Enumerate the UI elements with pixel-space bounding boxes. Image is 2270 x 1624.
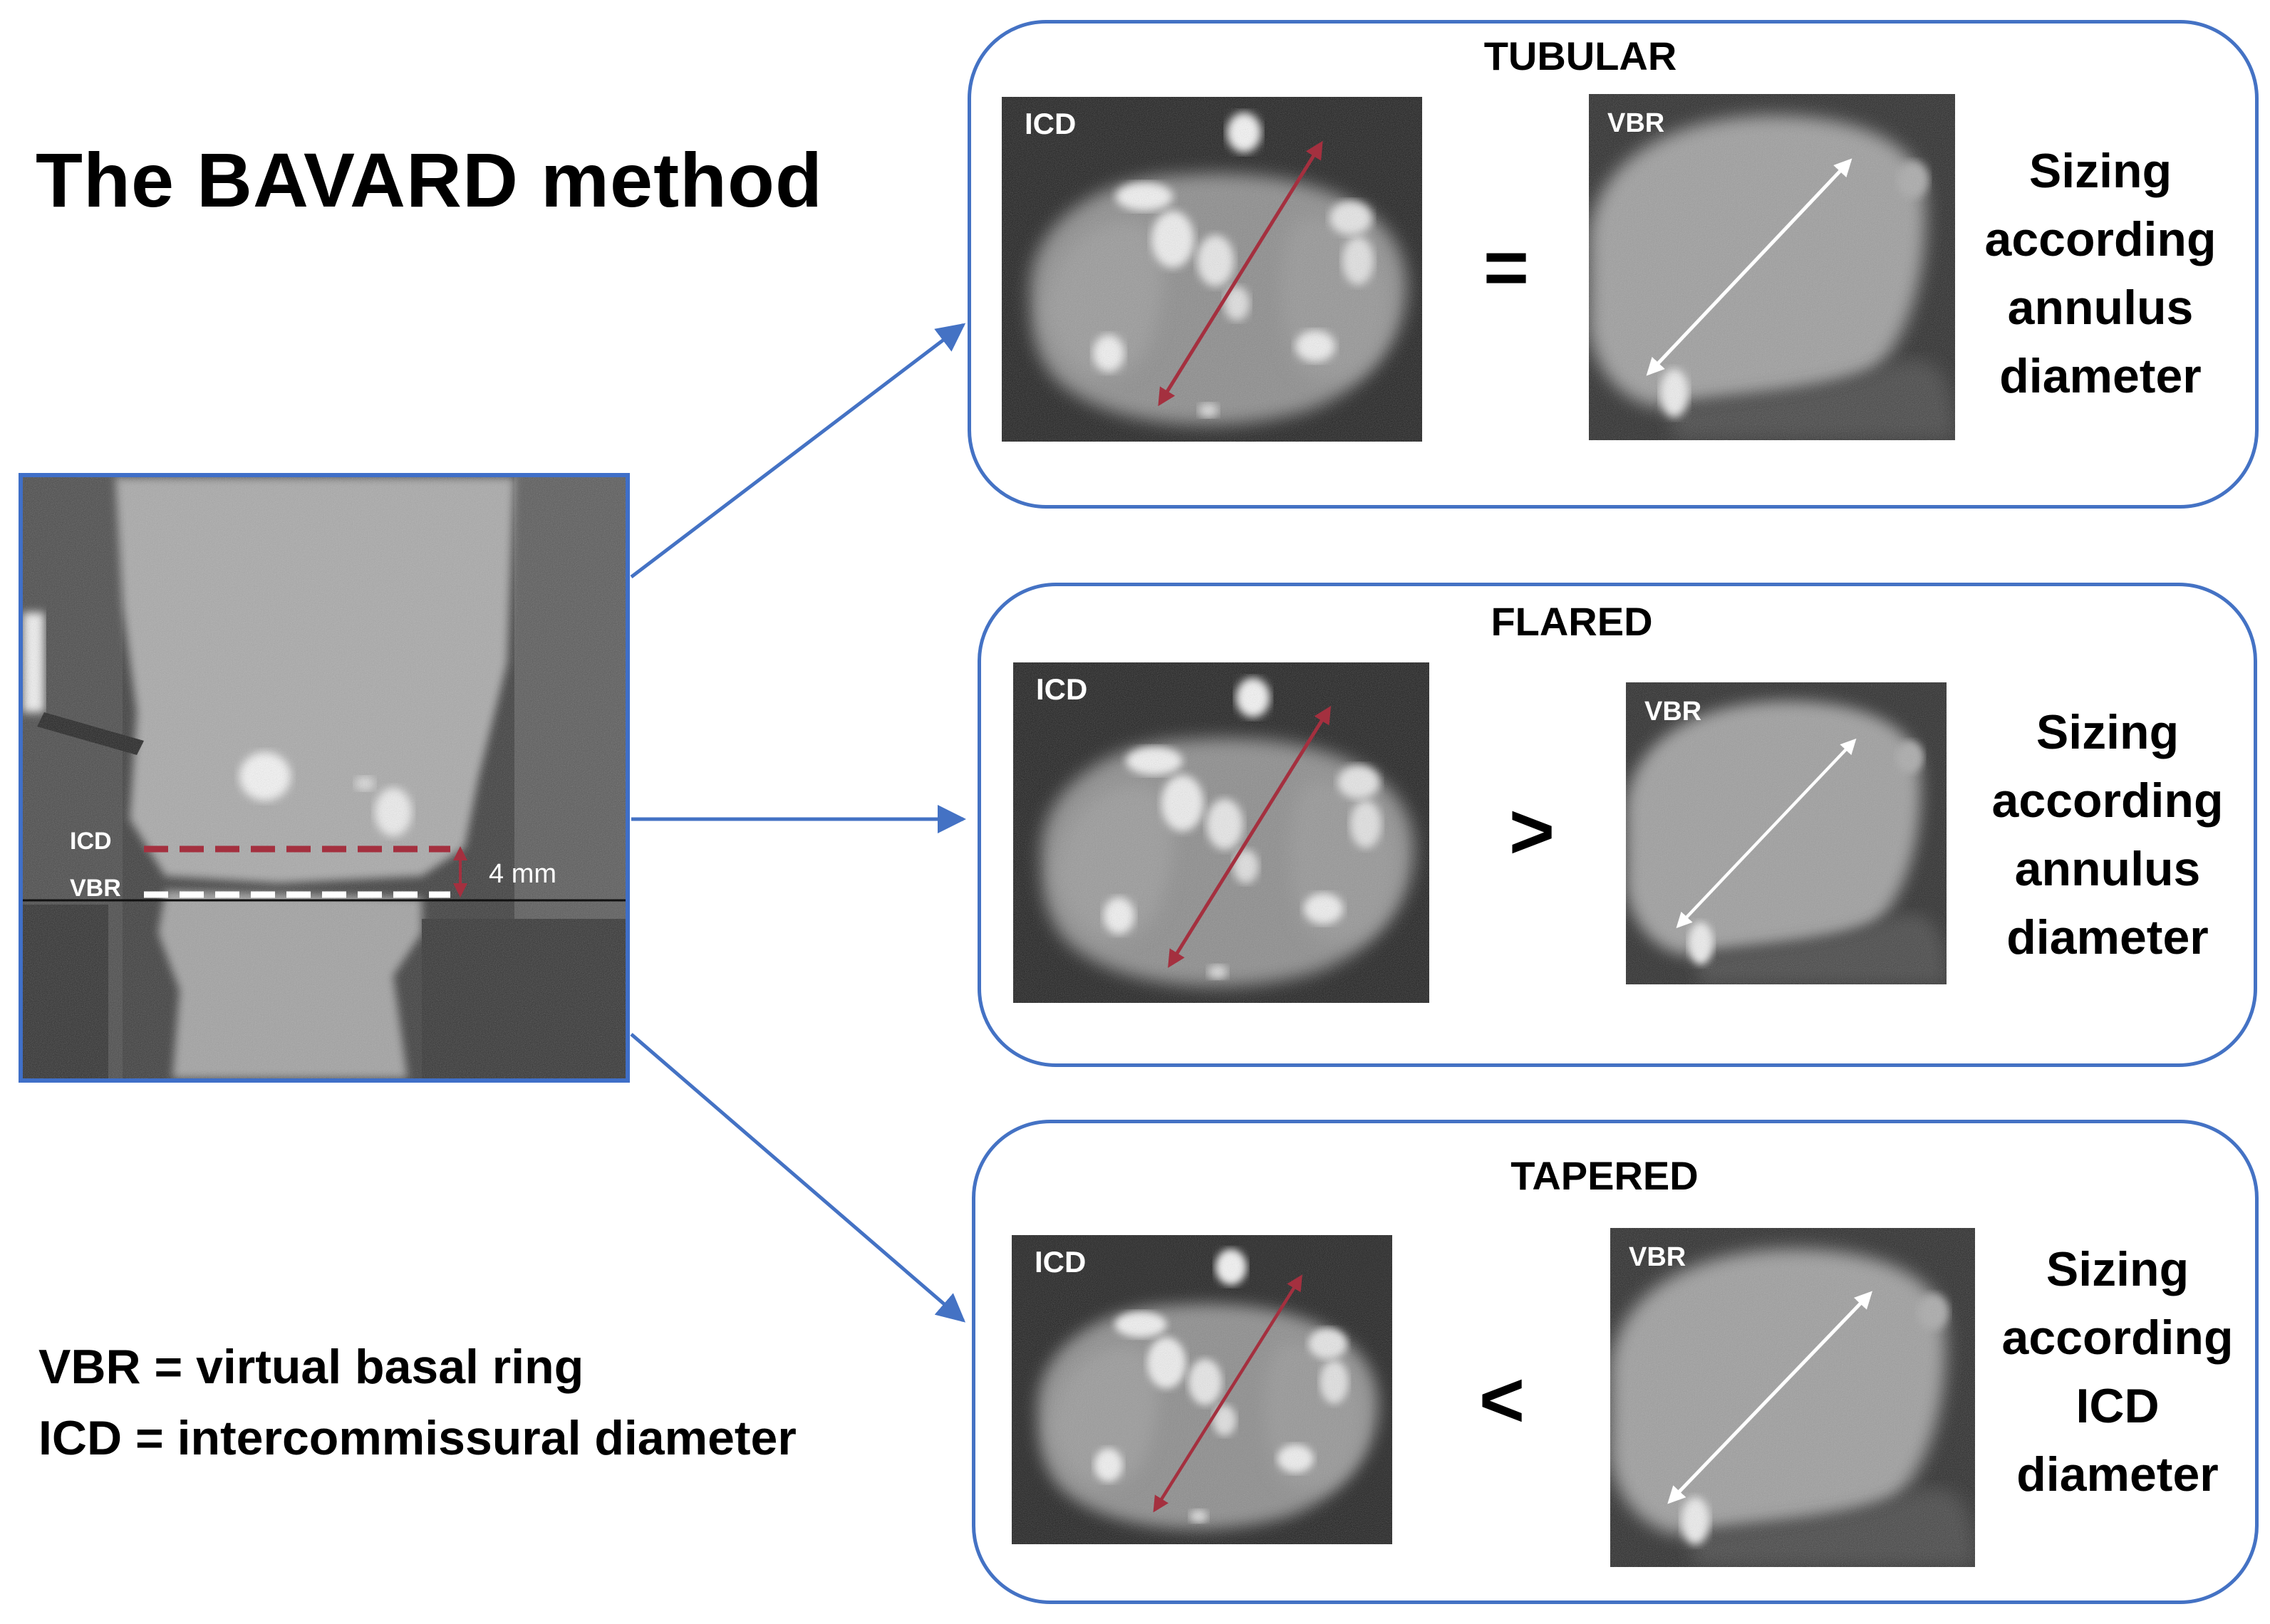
panel-tubular-vbr-label: VBR [1607, 108, 1665, 138]
panel-tapered-icd-image: ICD [1012, 1235, 1392, 1544]
panel-flared-vbr-image: VBR [1626, 682, 1947, 984]
panel-tubular-sizing-text: Sizing according annulus diameter [1965, 137, 2236, 410]
panel-flared-sizing-line: according [1991, 774, 2224, 828]
panel-tubular-operator: = [1483, 224, 1530, 311]
panel-flared-sizing-line: Sizing [2036, 705, 2180, 759]
panel-tubular-sizing-line: Sizing [2028, 144, 2172, 198]
panel-tapered-icd-label: ICD [1035, 1245, 1087, 1279]
panel-flared-icd-image: ICD [1013, 662, 1429, 1003]
panel-tapered-sizing-line: Sizing [2046, 1242, 2189, 1296]
arrow-to-tubular [630, 323, 966, 578]
panel-tubular-sizing-line: annulus [2007, 281, 2194, 335]
panel-flared-sizing-line: diameter [2006, 910, 2209, 964]
panel-tubular-title: TUBULAR [1483, 33, 1677, 78]
panel-flared-icd-label: ICD [1036, 672, 1088, 706]
sagittal-distance-label: 4 mm [489, 859, 556, 889]
legend-icd: ICD = intercommissural diameter [38, 1411, 797, 1465]
panel-tapered-sizing-line: ICD [2075, 1379, 2160, 1433]
panel-flared-operator: > [1508, 788, 1555, 875]
main-title: The BAVARD method [36, 137, 823, 223]
panel-tapered-operator: < [1478, 1356, 1525, 1444]
panel-tubular-vbr-image: VBR [1589, 94, 1955, 440]
panel-flared-sizing-line: annulus [2014, 842, 2201, 896]
sagittal-ct-image: ICD VBR 4 mm [19, 473, 630, 1083]
panel-tapered-sizing-line: according [2001, 1311, 2234, 1365]
panel-tapered-vbr-label: VBR [1629, 1242, 1686, 1272]
sagittal-vbr-label: VBR [70, 875, 121, 902]
panel-tubular-icd-image: ICD [1002, 97, 1422, 442]
panel-tubular-sizing-line: diameter [1999, 349, 2202, 403]
panel-tapered-vbr-image: VBR [1610, 1228, 1975, 1567]
arrow-to-tapered [630, 1033, 966, 1323]
panel-flared-vbr-label: VBR [1644, 697, 1702, 727]
panel-tubular-sizing-line: according [1984, 212, 2217, 266]
panel-flared-title: FLARED [1491, 599, 1653, 644]
panel-tubular-icd-label: ICD [1025, 107, 1077, 140]
panel-tapered-title: TAPERED [1510, 1153, 1699, 1198]
panel-flared-sizing-text: Sizing according annulus diameter [1972, 698, 2243, 972]
sagittal-icd-label: ICD [70, 828, 112, 855]
legend-vbr: VBR = virtual basal ring [38, 1340, 584, 1394]
panel-tapered-sizing-line: diameter [2016, 1447, 2219, 1501]
